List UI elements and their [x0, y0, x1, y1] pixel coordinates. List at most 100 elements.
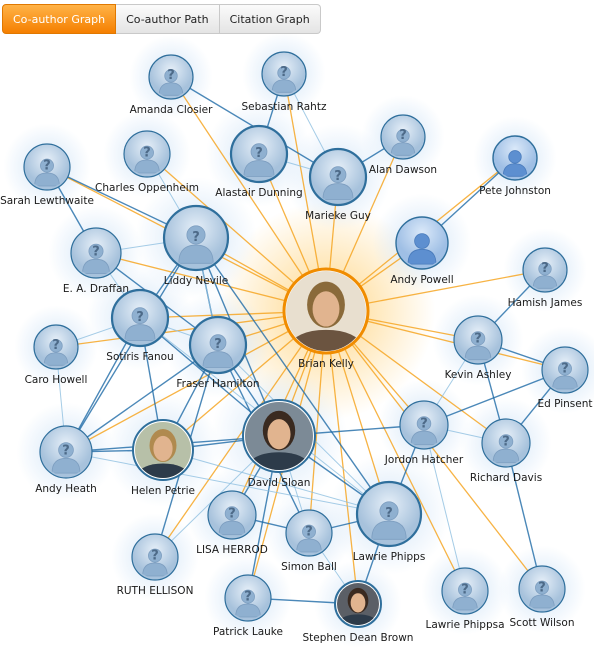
node-brian-kelly[interactable]: Brian Kelly	[282, 267, 370, 370]
node-marieke-guy[interactable]: ?Marieke Guy	[305, 147, 371, 222]
node-andy-powell[interactable]: Andy Powell	[390, 216, 454, 286]
person-head-shape	[88, 243, 104, 259]
unknown-person-icon	[142, 548, 168, 577]
person-head-shape	[329, 166, 347, 184]
node-hamish-james[interactable]: ? Hamish James	[508, 247, 583, 309]
person-body-shape	[371, 520, 407, 540]
person-body-shape	[271, 79, 297, 93]
node-fraser-hamilton[interactable]: ?Fraser Hamilton	[176, 315, 260, 390]
person-head-shape	[250, 143, 268, 161]
person-body-shape	[243, 160, 275, 177]
node-label: Hamish James	[508, 297, 583, 309]
node-amanda-closier[interactable]: ?Amanda Closier	[130, 54, 213, 116]
node-lisa-herrod[interactable]: ?LISA HERROD	[196, 490, 268, 556]
question-mark-icon: ?	[538, 580, 546, 595]
node-alastair-dunning[interactable]: ?Alastair Dunning	[215, 124, 303, 199]
unknown-person-icon	[529, 580, 555, 609]
node-liddy-nevile[interactable]: ?Liddy Nevile	[162, 204, 230, 287]
person-body-shape	[410, 430, 438, 446]
node-label: Helen Petrie	[131, 485, 195, 497]
node-ruth-ellison[interactable]: ?RUTH ELLISON	[117, 533, 194, 597]
edge-brian-kelly-ruth-ellison	[154, 310, 327, 558]
unknown-person-icon	[178, 225, 214, 264]
person-body-shape	[202, 351, 234, 368]
person-head-shape	[302, 524, 316, 539]
question-mark-icon: ?	[420, 416, 428, 431]
unknown-person-icon	[452, 582, 478, 611]
node-david-sloan[interactable]: David Sloan	[242, 399, 316, 489]
node-e-a-draffan[interactable]: ?E. A. Draffan	[63, 227, 129, 295]
node-label: Kevin Ashley	[445, 369, 512, 381]
unknown-person-icon	[390, 129, 416, 156]
node-scott-wilson[interactable]: ?Scott Wilson	[510, 565, 575, 629]
silhouette-person-icon	[502, 150, 528, 177]
silhouette-person-icon	[407, 233, 437, 265]
person-body-shape	[134, 159, 160, 174]
node-label: Patrick Lauke	[213, 626, 283, 638]
node-sebastian-rahtz[interactable]: ?Sebastian Rahtz	[242, 51, 327, 113]
unknown-person-icon	[82, 243, 110, 274]
node-charles-oppenheim[interactable]: ?Charles Oppenheim	[95, 130, 199, 194]
node-andy-heath[interactable]: ?Andy Heath	[35, 425, 97, 495]
node-ed-pinsent[interactable]: ?Ed Pinsent	[537, 346, 593, 410]
node-stephen-dean-brown[interactable]: Stephen Dean Brown	[303, 580, 414, 644]
node-label: Jordon Hatcher	[384, 454, 464, 466]
node-label: Alan Dawson	[369, 164, 437, 176]
unknown-person-icon	[552, 361, 578, 390]
question-mark-icon: ?	[167, 68, 175, 83]
person-head-shape	[379, 501, 399, 521]
node-label: Andy Powell	[390, 274, 453, 286]
unknown-person-icon	[322, 166, 354, 200]
profile-photo	[135, 422, 191, 478]
unknown-person-icon	[51, 442, 81, 474]
question-mark-icon: ?	[228, 506, 236, 521]
question-mark-icon: ?	[474, 331, 482, 346]
node-simon-ball[interactable]: ?Simon Ball	[281, 509, 337, 573]
unknown-person-icon	[492, 434, 520, 464]
person-head-shape	[538, 262, 552, 276]
person-body-shape	[158, 82, 184, 96]
node-label: Stephen Dean Brown	[303, 632, 414, 644]
node-sarah-lewthwaite[interactable]: ?Sarah Lewthwaite	[0, 143, 94, 207]
unknown-person-icon	[202, 334, 234, 368]
edge-jordon-hatcher-ed-pinsent	[423, 369, 566, 426]
node-kevin-ashley[interactable]: ? Kevin Ashley	[445, 315, 512, 381]
person-head-shape	[209, 334, 227, 352]
edge-richard-davis-scott-wilson	[505, 442, 543, 590]
node-sotiris-fanou[interactable]: ?Sotiris Fanou	[106, 288, 174, 363]
person-head-shape	[40, 158, 54, 173]
node-alan-dawson[interactable]: ? Alan Dawson	[369, 114, 437, 176]
person-head-shape	[498, 434, 514, 449]
node-helen-petrie[interactable]: Helen Petrie	[131, 419, 195, 497]
question-mark-icon: ?	[541, 261, 549, 276]
profile-photo	[337, 583, 379, 625]
person-head-shape	[416, 416, 432, 431]
question-mark-icon: ?	[399, 128, 407, 143]
question-mark-icon: ?	[280, 65, 288, 80]
question-mark-icon: ?	[255, 146, 263, 161]
person-body-shape	[492, 448, 520, 464]
edge-lawrie-phipps-liddy-nevile	[195, 237, 390, 515]
node-lawrie-phippsa[interactable]: ?Lawrie Phippsa	[425, 567, 505, 631]
person-head-shape	[148, 548, 162, 563]
tab-coauthor-graph[interactable]: Co-author Graph	[2, 4, 117, 34]
tab-coauthor-path[interactable]: Co-author Path	[116, 4, 220, 34]
person-head-shape	[535, 580, 549, 595]
unknown-person-icon	[34, 158, 60, 187]
question-mark-icon: ?	[334, 169, 342, 184]
person-body-shape	[529, 594, 555, 609]
tab-citation-graph[interactable]: Citation Graph	[219, 4, 321, 34]
node-caro-howell[interactable]: ?Caro Howell	[25, 324, 88, 386]
node-label: Brian Kelly	[298, 358, 354, 370]
node-jordon-hatcher[interactable]: ? Jordon Hatcher	[384, 400, 464, 466]
node-label: Sotiris Fanou	[106, 351, 173, 363]
person-head-shape	[49, 339, 63, 353]
node-pete-johnston[interactable]: Pete Johnston	[479, 135, 551, 197]
node-richard-davis[interactable]: ?Richard Davis	[470, 418, 542, 484]
node-patrick-lauke[interactable]: ?Patrick Lauke	[213, 574, 283, 638]
person-head-shape	[58, 442, 74, 458]
person-head-shape	[508, 150, 522, 164]
person-head-shape	[224, 506, 240, 521]
node-lawrie-phipps[interactable]: ?Lawrie Phipps	[353, 480, 426, 563]
